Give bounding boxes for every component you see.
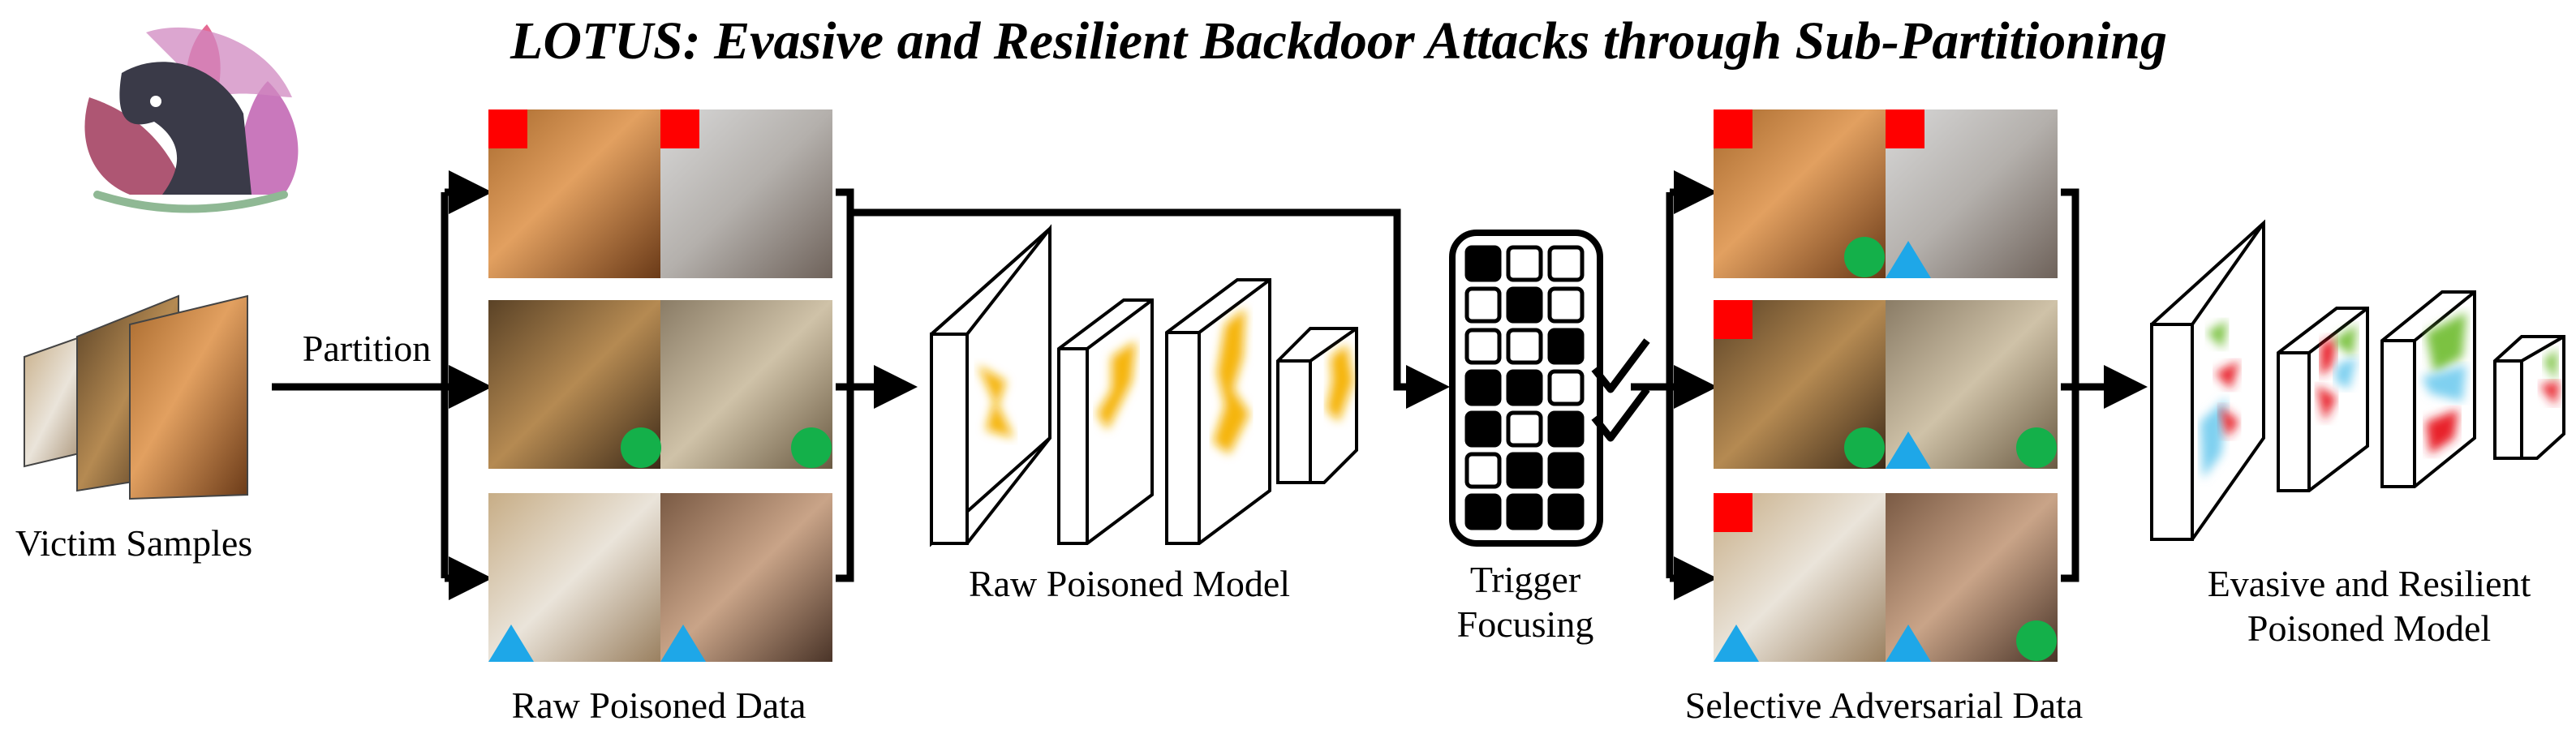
partition-label: Partition: [303, 328, 431, 369]
trigger-circle: [791, 427, 832, 468]
trigger-cell-filled: [1547, 452, 1585, 489]
diagram-title: LOTUS: Evasive and Resilient Backdoor At…: [510, 11, 2167, 71]
trigger-cell-filled: [1547, 410, 1585, 448]
evasive-model-label-line1: Evasive and Resilient: [2208, 563, 2531, 604]
trigger-triangle: [1886, 625, 1931, 662]
trigger-cell-filled: [1464, 369, 1502, 406]
trigger-cell-empty: [1547, 369, 1585, 406]
raw-poisoned-data-grid: [488, 109, 832, 662]
trigger-cell-filled: [1506, 286, 1543, 324]
victim-samples-stack: [24, 294, 248, 500]
trigger-cell-empty: [1464, 286, 1502, 324]
trigger-focusing-label-line1: Trigger: [1470, 559, 1580, 600]
trigger-cell-filled: [1547, 493, 1585, 530]
arrow-to-trigger-focusing: [850, 208, 1450, 409]
trigger-square: [1886, 109, 1924, 148]
trigger-cell-empty: [1506, 328, 1543, 365]
check-mark-icon: [1591, 387, 1650, 442]
raw-poisoned-data-label: Raw Poisoned Data: [512, 685, 806, 726]
trigger-square: [1714, 493, 1752, 532]
trigger-triangle: [1886, 241, 1931, 278]
trigger-cell-filled: [1547, 328, 1585, 365]
trigger-cell-empty: [1506, 410, 1543, 448]
trigger-triangle: [660, 625, 706, 662]
trigger-square: [1714, 109, 1752, 148]
trigger-cell-empty: [1506, 245, 1543, 282]
trigger-cell-filled: [1506, 493, 1543, 530]
trigger-cell-filled: [1464, 245, 1502, 282]
trigger-triangle: [1886, 431, 1931, 469]
trigger-circle: [1844, 237, 1885, 277]
raw-poisoned-model-label: Raw Poisoned Model: [969, 563, 1290, 604]
evasive-model-label-line2: Poisoned Model: [2247, 607, 2491, 649]
trigger-circle: [1844, 427, 1885, 468]
merge-bracket: [836, 188, 854, 582]
trigger-cell-filled: [1464, 410, 1502, 448]
trigger-cell-empty: [1547, 286, 1585, 324]
trigger-triangle: [488, 625, 534, 662]
trigger-cell-empty: [1547, 245, 1585, 282]
selective-adversarial-data-label: Selective Adversarial Data: [1685, 685, 2083, 726]
trigger-square: [660, 109, 699, 148]
merge-bracket-right: [2061, 188, 2079, 582]
trigger-circle: [621, 427, 661, 468]
lotus-horse-logo: [84, 24, 299, 213]
trigger-focusing-label-line2: Focusing: [1457, 603, 1594, 645]
trigger-cell-empty: [1464, 452, 1502, 489]
trigger-circle: [2016, 427, 2057, 468]
trigger-circle: [2016, 620, 2057, 661]
trigger-triangle: [1714, 625, 1759, 662]
trigger-square: [488, 109, 527, 148]
evasive-resilient-model: [2150, 219, 2565, 541]
check-mark-icon: [1591, 338, 1650, 393]
raw-poisoned-model: [930, 224, 1358, 547]
victim-samples-label: Victim Samples: [15, 522, 252, 564]
selective-adversarial-data-grid: [1714, 109, 2058, 662]
trigger-cell-filled: [1506, 452, 1543, 489]
trigger-cell-empty: [1464, 328, 1502, 365]
trigger-cell-filled: [1506, 369, 1543, 406]
trigger-square: [1714, 300, 1752, 339]
trigger-cell-filled: [1464, 493, 1502, 530]
trigger-focusing-matrix: [1449, 230, 1603, 547]
